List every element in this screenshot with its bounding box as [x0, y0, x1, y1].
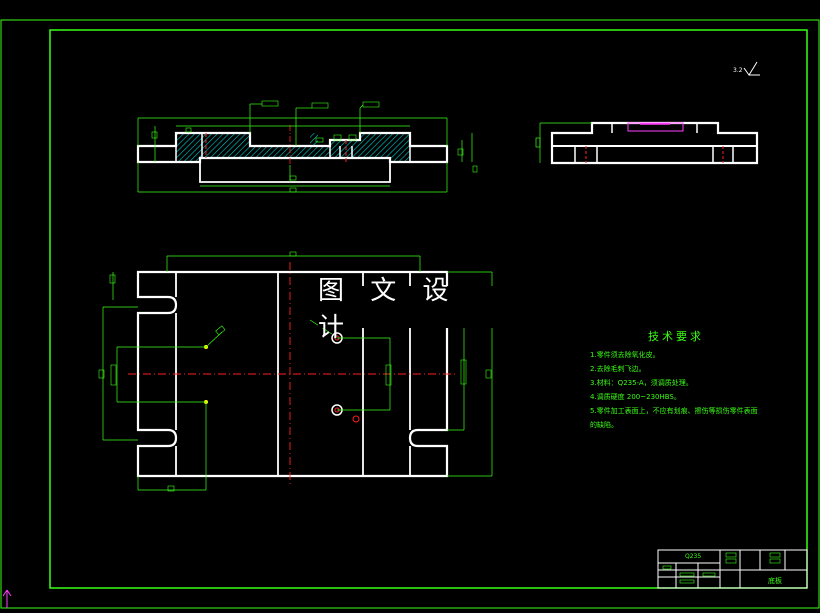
- tech-requirement-item: 3.材料：Q235-A，须调质处理。: [590, 379, 693, 387]
- watermark: 图 文 设 计: [318, 276, 493, 343]
- inner-frame: [49, 29, 808, 589]
- tech-requirement-item: 1.零件须去除氧化皮。: [590, 351, 660, 359]
- plan-view: [98, 251, 493, 492]
- side-view: [535, 121, 759, 165]
- tech-requirement-item: 5.零件加工表面上，不应有划痕、擦伤等损伤零件表面的缺陷。: [590, 407, 758, 429]
- title-block-material: Q235: [685, 553, 702, 560]
- title-block: [657, 549, 808, 589]
- roughness-symbol: [743, 61, 760, 76]
- outer-frame: [0, 19, 820, 609]
- tech-requirements-list: 1.零件须去除氧化皮。 2.去除毛刺飞边。 3.材料：Q235-A，须调质处理。…: [590, 348, 760, 432]
- tech-requirement-item: 4.调质硬度 200~230HBS。: [590, 393, 681, 401]
- title-block-drawing-name: 底板: [768, 577, 782, 585]
- front-view: [136, 100, 478, 193]
- title-block-cells: [662, 552, 781, 584]
- roughness-value: 3.2: [733, 67, 743, 74]
- tech-requirement-item: 2.去除毛刺飞边。: [590, 365, 646, 373]
- tech-requirements-title: 技术要求: [648, 330, 704, 343]
- ucs-crosshair: [2, 589, 12, 608]
